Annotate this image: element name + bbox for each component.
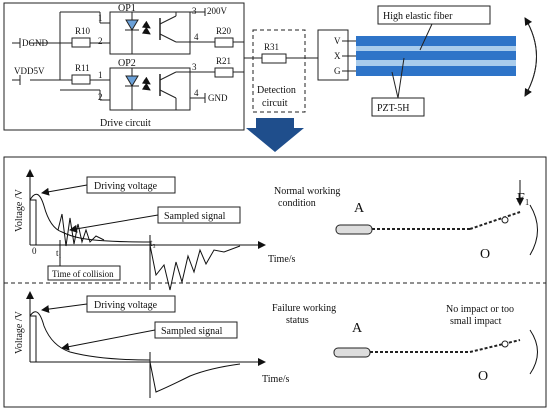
top-t3: t₃ — [150, 238, 156, 248]
vxg-connector — [317, 29, 349, 81]
gnd-label: GND — [208, 93, 228, 103]
top-point-a: A — [354, 201, 365, 216]
high-elastic-label: High elastic fiber — [383, 11, 453, 22]
top-sampled-label: Sampled signal — [164, 211, 226, 222]
vdd-label: VDD5V — [14, 66, 45, 76]
pin-g: G — [334, 66, 341, 76]
r20-label: R20 — [216, 26, 232, 36]
op2-diode-icon — [125, 75, 139, 87]
pin-x: X — [334, 51, 341, 61]
drive-circuit-caption: Drive circuit — [100, 118, 151, 129]
op1-box — [109, 11, 191, 55]
failure-state-1: Failure working — [272, 303, 336, 314]
op1-pin-3: 3 — [192, 6, 197, 16]
op2-pin-1: 1 — [98, 70, 103, 80]
r20-resistor — [214, 37, 234, 48]
top-t1: t₁ — [56, 248, 62, 258]
top-point-o: O — [480, 247, 490, 262]
v200-label: 200V — [207, 6, 228, 16]
op2-pin-3: 3 — [192, 62, 197, 72]
force-label: F₁ — [517, 191, 530, 206]
bottom-xlabel: Time/s — [262, 374, 290, 385]
r21-label: R21 — [216, 56, 231, 66]
failure-state-2: status — [286, 315, 309, 326]
r11-resistor — [71, 74, 91, 85]
top-t0: 0 — [32, 246, 37, 256]
top-clamp — [335, 224, 373, 235]
top-xlabel: Time/s — [268, 254, 296, 265]
r10-resistor — [71, 37, 91, 48]
bottom-clamp — [333, 347, 371, 358]
r31-resistor — [261, 53, 287, 64]
fiber-core — [356, 51, 516, 60]
collision-label: Time of collision — [52, 269, 114, 279]
top-ylabel: Voltage /V — [14, 188, 25, 232]
normal-state-1: Normal working — [274, 186, 340, 197]
top-decay-curve — [29, 193, 151, 243]
bottom-decay-curve — [29, 311, 151, 361]
r31-label: R31 — [264, 42, 279, 52]
top-sampled-curve — [149, 244, 241, 291]
op2-box — [109, 67, 191, 111]
fiber-top-layer — [356, 36, 516, 46]
lower-panel-frame — [3, 156, 547, 408]
pin-v: V — [334, 36, 341, 46]
collision-box — [47, 265, 121, 281]
op2-pin-4: 4 — [194, 88, 199, 98]
top-driving-label: Driving voltage — [94, 181, 158, 192]
r10-label: R10 — [75, 26, 91, 36]
bottom-sampled-curve — [149, 361, 241, 393]
detection-caption-2: circuit — [262, 98, 288, 109]
normal-state-2: condition — [278, 198, 316, 209]
fiber-bottom-layer — [356, 66, 516, 76]
high-elastic-callout — [377, 5, 491, 25]
pzt-label: PZT-5H — [377, 103, 409, 114]
op1-label: OP1 — [118, 3, 136, 14]
op1-diode-icon — [125, 19, 139, 31]
op1-pin-2: 2 — [98, 36, 103, 46]
bottom-sampled-label: Sampled signal — [161, 326, 223, 337]
down-arrow-icon — [246, 118, 304, 152]
op1-pin-4: 4 — [194, 32, 199, 42]
r21-resistor — [214, 67, 234, 78]
bottom-ylabel: Voltage /V — [14, 310, 25, 354]
detection-circuit-box — [252, 29, 306, 113]
detection-caption-1: Detection — [257, 85, 296, 96]
op2-label: OP2 — [118, 58, 136, 69]
r11-label: R11 — [75, 63, 90, 73]
no-impact-1: No impact or too — [446, 304, 514, 315]
bottom-point-o: O — [478, 369, 488, 384]
dgnd-label: DGND — [22, 38, 48, 48]
bottom-driving-label: Driving voltage — [94, 300, 158, 311]
bottom-point-a: A — [352, 321, 363, 336]
no-impact-2: small impact — [450, 316, 502, 327]
